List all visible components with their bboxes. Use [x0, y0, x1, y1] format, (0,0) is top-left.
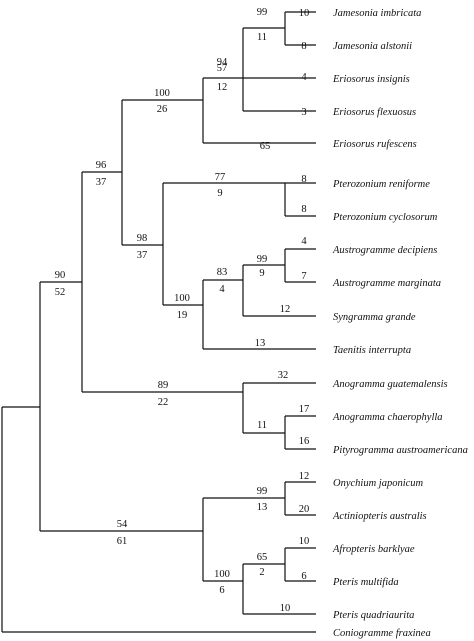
- support-value: 54: [117, 519, 128, 530]
- branch-length-label: 26: [157, 104, 168, 115]
- taxon-label: Pteris multifida: [332, 577, 399, 588]
- taxon-label: Pterozonium reniforme: [332, 179, 430, 190]
- taxon-label: Austrogramme decipiens: [332, 245, 437, 256]
- branch-length-label: 13: [257, 502, 268, 513]
- branch-length-label: 10: [280, 603, 291, 614]
- support-value: 90: [55, 270, 66, 281]
- taxon-label: Jamesonia alstonii: [333, 41, 412, 52]
- branch-length-label: 8: [301, 204, 306, 215]
- branch-length-label: 3: [301, 107, 306, 118]
- branch-length-label: 22: [158, 397, 169, 408]
- support-value: 99: [257, 254, 268, 265]
- branch-length-label: 13: [255, 338, 266, 349]
- branch-length-label: 16: [299, 436, 310, 447]
- branch-length-label: 2: [259, 567, 264, 578]
- taxon-label: Anogramma guatemalensis: [332, 379, 448, 390]
- branch-length-label: 61: [117, 536, 128, 547]
- branch-length-label: 8: [301, 41, 306, 52]
- branch-length-label: 17: [299, 404, 310, 415]
- support-value: 98: [137, 233, 148, 244]
- taxon-label: Afropteris barklyae: [332, 544, 415, 555]
- branch-length-label: 19: [177, 310, 188, 321]
- branch-length-label: 12: [280, 304, 291, 315]
- taxon-label: Pteris quadriaurita: [332, 610, 414, 621]
- support-value: 99: [257, 486, 268, 497]
- support-value: 65: [257, 552, 268, 563]
- branch-length-label: 7: [301, 271, 306, 282]
- branch-length-label: 37: [137, 250, 148, 261]
- taxon-label: Pityrogramma austroamericana: [332, 445, 468, 456]
- branch-length-label: 12: [217, 82, 228, 93]
- taxon-label: Actiniopteris australis: [332, 511, 427, 522]
- branch-length-label: 4: [301, 236, 307, 247]
- branch-length-label: 11: [257, 420, 267, 431]
- taxon-label: Jamesonia imbricata: [333, 8, 421, 19]
- branch-length-label: 32: [278, 370, 289, 381]
- branch-length-label: 10: [299, 8, 310, 19]
- branch-length-label: 37: [96, 177, 107, 188]
- support-value: 96: [96, 160, 107, 171]
- taxon-label: Eriosorus rufescens: [332, 139, 417, 150]
- branch-length-label: 20: [299, 504, 310, 515]
- branch-length-label: 52: [55, 287, 66, 298]
- taxon-label: Coniogramme fraxinea: [333, 628, 431, 639]
- support-value: 94: [217, 57, 228, 68]
- taxon-label: Taenitis interrupta: [333, 345, 411, 356]
- taxon-label: Anogramma chaerophylla: [332, 412, 443, 423]
- taxon-label: Onychium japonicum: [333, 478, 424, 489]
- support-value: 100: [214, 569, 230, 580]
- branch-length-label: 6: [301, 571, 306, 582]
- taxon-label: Pterozonium cyclosorum: [332, 212, 438, 223]
- support-value: 83: [217, 267, 228, 278]
- support-value: 99: [257, 7, 268, 18]
- taxon-label: Austrogramme marginata: [332, 278, 441, 289]
- branch-length-label: 9: [259, 268, 264, 279]
- branch-length-label: 8: [301, 174, 306, 185]
- support-value: 100: [154, 88, 170, 99]
- taxon-label: Eriosorus insignis: [332, 74, 410, 85]
- branch-length-label: 9: [217, 188, 222, 199]
- support-value: 100: [174, 293, 190, 304]
- branch-length-label: 10: [299, 536, 310, 547]
- support-value: 89: [158, 380, 169, 391]
- branch-length-label: 6: [219, 585, 224, 596]
- branch-length-label: 57: [217, 63, 228, 74]
- support-value: 77: [215, 172, 226, 183]
- taxon-label: Syngramma grande: [333, 312, 416, 323]
- branch-length-label: 65: [260, 141, 271, 152]
- branch-length-label: 12: [299, 471, 310, 482]
- branch-length-label: 4: [301, 72, 307, 83]
- branch-length-label: 11: [257, 32, 267, 43]
- taxon-label: Eriosorus flexuosus: [332, 107, 416, 118]
- branch-length-label: 4: [219, 284, 225, 295]
